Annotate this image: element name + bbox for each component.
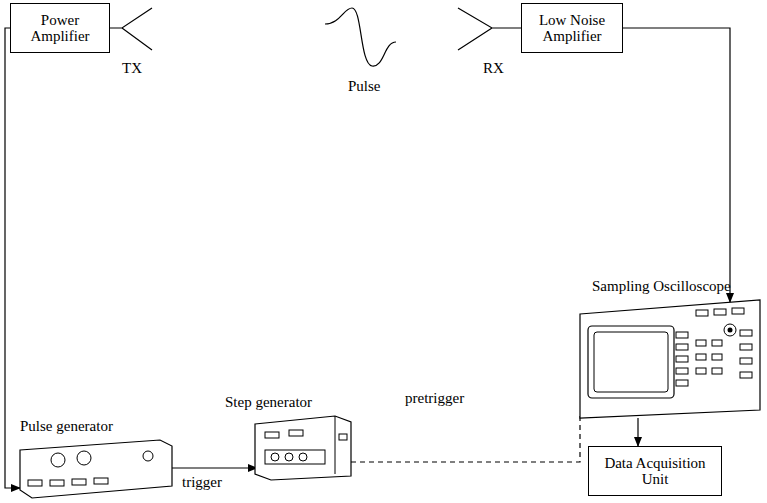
pulse-waveform [325, 8, 396, 66]
process-box: Low Noise Amplifier [521, 3, 623, 53]
connector [5, 28, 20, 488]
box-label: Power Amplifier [19, 12, 101, 45]
box-label: Low Noise Amplifier [530, 12, 614, 45]
device-symbol: Step generator [255, 416, 351, 480]
device-symbol: Sampling Oscilloscope [572, 300, 760, 418]
signal-label: RX [481, 60, 506, 77]
signal-label: Pulse [346, 78, 383, 95]
device-drawing [572, 300, 760, 418]
connector [623, 28, 730, 302]
rx-antenna [458, 8, 521, 50]
tx-antenna [108, 8, 152, 50]
box-label: Data Acquisition Unit [597, 455, 713, 488]
connector [170, 467, 257, 468]
device-label: Pulse generator [20, 418, 113, 435]
signal-label: pretrigger [403, 390, 466, 407]
signal-label: trigger [180, 474, 224, 491]
signal-label: TX [120, 60, 144, 77]
connector [351, 416, 580, 462]
process-box: Data Acquisition Unit [588, 446, 722, 496]
device-symbol: Pulse generator [20, 440, 172, 498]
device-label: Step generator [225, 394, 312, 411]
device-drawing [255, 416, 351, 480]
device-drawing [20, 440, 172, 498]
process-box: Power Amplifier [10, 3, 110, 53]
device-label: Sampling Oscilloscope [592, 278, 731, 295]
connector [637, 418, 638, 446]
